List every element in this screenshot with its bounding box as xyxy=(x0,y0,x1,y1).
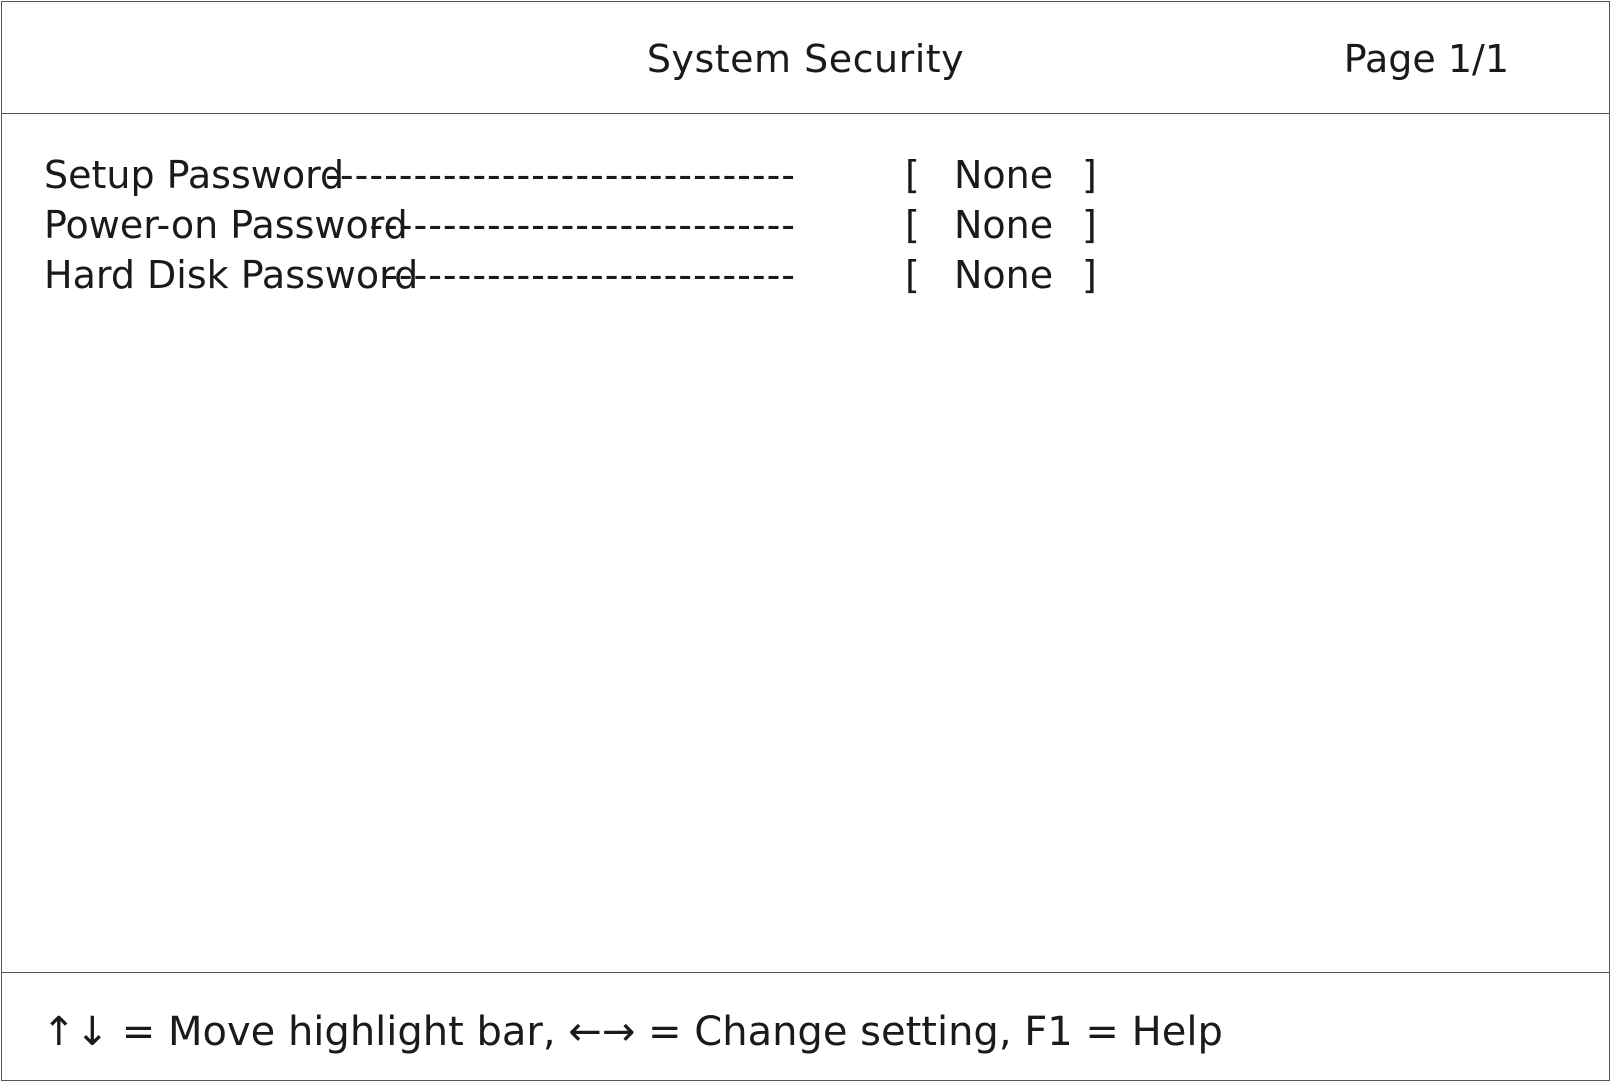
setting-label: Setup Password xyxy=(44,153,345,197)
setting-value[interactable]: None xyxy=(954,203,1054,247)
leader-dashes: ----------------------------- xyxy=(369,203,796,247)
setting-row-setup-password[interactable]: Setup Password -------------------------… xyxy=(44,150,1144,200)
value-close-bracket: ] xyxy=(1082,203,1097,247)
page-indicator: Page 1/1 xyxy=(1343,37,1509,81)
value-open-bracket: [ xyxy=(905,253,920,297)
value-close-bracket: ] xyxy=(1082,153,1097,197)
setting-label: Hard Disk Password xyxy=(44,253,419,297)
setting-row-hard-disk-password[interactable]: Hard Disk Password ---------------------… xyxy=(44,250,1144,300)
setting-label: Power-on Password xyxy=(44,203,408,247)
leader-dashes: -------------------------------- xyxy=(325,153,796,197)
page-title: System Security xyxy=(646,37,965,81)
leader-dashes: ---------------------------- xyxy=(384,253,796,297)
header-bar: System Security Page 1/1 xyxy=(2,2,1609,114)
setting-row-power-on-password[interactable]: Power-on Password ----------------------… xyxy=(44,200,1144,250)
value-close-bracket: ] xyxy=(1082,253,1097,297)
setting-value[interactable]: None xyxy=(954,253,1054,297)
value-open-bracket: [ xyxy=(905,203,920,247)
footer-help-bar: ↑↓ = Move highlight bar, ←→ = Change set… xyxy=(2,972,1609,1080)
value-open-bracket: [ xyxy=(905,153,920,197)
setting-value[interactable]: None xyxy=(954,153,1054,197)
key-help-text: ↑↓ = Move highlight bar, ←→ = Change set… xyxy=(42,1009,1223,1055)
settings-list: Setup Password -------------------------… xyxy=(44,150,1144,300)
